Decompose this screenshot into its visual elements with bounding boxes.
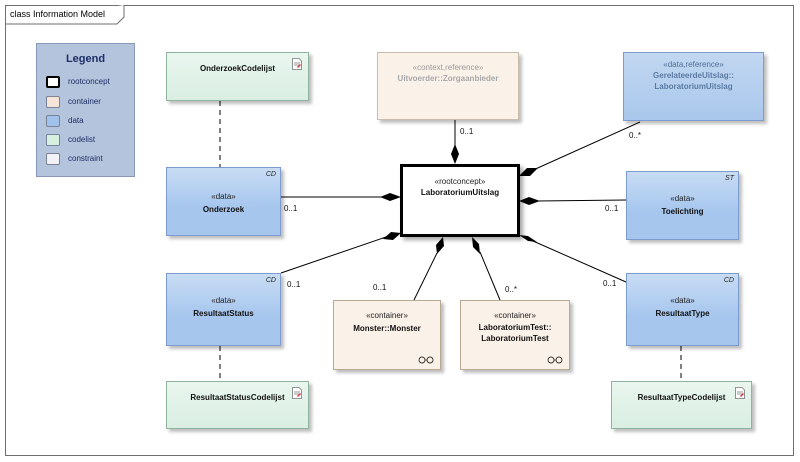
class-onderzoek[interactable]: CD «data» Onderzoek	[166, 167, 281, 236]
association-monster	[413, 252, 438, 301]
legend-title: Legend	[65, 53, 106, 65]
association-resultaattype	[532, 240, 627, 283]
class-stereotype: «context,reference»	[412, 63, 484, 72]
class-name: Monster::Monster	[353, 324, 421, 333]
multiplicity-resultaat-status: 0..1	[287, 280, 301, 289]
legend-label: codelist	[68, 135, 96, 144]
class-name-line2: LaboratoriumUitslag	[654, 82, 733, 91]
datatype-badge: CD	[723, 277, 734, 284]
legend-label: constraint	[68, 154, 103, 163]
association-laboratoriumtest	[479, 251, 501, 301]
codelist-document-icon	[292, 387, 302, 399]
class-uitvoerder-zorgaanbieder[interactable]: «context,reference» Uitvoerder::Zorgaanb…	[377, 52, 519, 120]
multiplicity-monster: 0..1	[373, 283, 387, 292]
class-stereotype: «rootconcept»	[434, 177, 486, 186]
datatype-badge: ST	[725, 175, 734, 182]
class-name-line2: LaboratoriumTest	[481, 334, 549, 343]
class-name: ResultaatStatus	[193, 309, 254, 318]
class-name: ResultaatType	[655, 309, 710, 318]
class-name: ResultaatStatusCodelijst	[190, 393, 285, 402]
composition-diamond-uitvoerder	[451, 144, 459, 164]
class-name: LaboratoriumUitslag	[420, 188, 500, 197]
class-stereotype: «data»	[670, 194, 695, 203]
multiplicity-onderzoek: 0..1	[284, 204, 298, 213]
class-stereotype: «container»	[494, 311, 536, 320]
class-gerelateerde-uitslag[interactable]: «data,reference» GerelateerdeUitslag:: L…	[623, 52, 764, 121]
composition-diamond-resultaattype	[519, 235, 537, 242]
class-name: ResultaatTypeCodelijst	[637, 393, 726, 402]
legend-swatch-container	[46, 96, 60, 108]
class-resultaat-type[interactable]: CD «data» ResultaatType	[626, 273, 739, 346]
composition-diamond-gerelateerd	[519, 168, 538, 176]
composition-diamond-toelichting	[519, 197, 540, 205]
codelist-document-icon	[292, 58, 302, 70]
composite-link-icon	[547, 356, 563, 364]
class-resultaat-status[interactable]: CD «data» ResultaatStatus	[166, 273, 281, 346]
class-stereotype: «data»	[211, 192, 236, 201]
legend: Legend rootconcept container data codeli…	[36, 43, 135, 177]
legend-swatch-codelist	[46, 134, 60, 146]
class-resultaat-type-codelijst[interactable]: ResultaatTypeCodelijst	[611, 381, 752, 429]
legend-label: rootconcept	[68, 77, 110, 86]
association-gerelateerd	[530, 121, 641, 172]
datatype-badge: CD	[265, 171, 276, 178]
codelist-document-icon	[735, 387, 745, 399]
multiplicity-toelichting: 0..1	[605, 204, 619, 213]
class-name: Uitvoerder::Zorgaanbieder	[397, 74, 499, 83]
class-toelichting[interactable]: ST «data» Toelichting	[626, 171, 739, 240]
diagram-frame	[5, 5, 794, 456]
legend-swatch-rootconcept	[46, 76, 60, 88]
multiplicity-uitvoerder: 0..1	[460, 127, 474, 136]
composition-diamond-laboratoriumtest	[472, 237, 480, 254]
class-name: Onderzoek	[202, 205, 245, 214]
composition-diamond-onderzoek	[380, 193, 401, 201]
legend-swatch-constraint	[46, 153, 60, 165]
multiplicity-laboratorium-test: 0..*	[505, 285, 518, 294]
association-resultaatstatus	[280, 236, 387, 274]
class-onderzoek-codelijst[interactable]: OnderzoekCodelijst	[166, 52, 309, 101]
class-name: Toelichting	[661, 207, 704, 216]
composite-link-icon	[418, 356, 434, 364]
class-stereotype: «data»	[670, 296, 695, 305]
multiplicity-gerelateerd: 0..*	[629, 131, 642, 140]
composition-diamond-resultaatstatus	[383, 232, 401, 240]
class-monster[interactable]: «container» Monster::Monster	[333, 300, 441, 370]
multiplicity-resultaat-type: 0..1	[603, 279, 617, 288]
class-laboratorium-uitslag-root[interactable]: «rootconcept» LaboratoriumUitslag	[400, 164, 520, 237]
class-name: OnderzoekCodelijst	[199, 64, 276, 73]
association-toelichting	[537, 199, 627, 202]
class-name-line1: LaboratoriumTest::	[478, 323, 552, 332]
frame-tab	[5, 5, 125, 25]
class-laboratorium-test[interactable]: «container» LaboratoriumTest:: Laborator…	[460, 300, 570, 370]
datatype-badge: CD	[265, 277, 276, 284]
class-stereotype: «data»	[211, 296, 236, 305]
class-stereotype: «data,reference»	[663, 60, 724, 69]
frame-title: class Information Model	[10, 9, 106, 19]
class-stereotype: «container»	[366, 311, 408, 320]
legend-swatch-data	[46, 115, 60, 127]
composition-diamond-monster	[436, 237, 444, 254]
legend-label: data	[68, 116, 84, 125]
class-resultaat-status-codelijst[interactable]: ResultaatStatusCodelijst	[166, 381, 309, 429]
legend-label: container	[68, 97, 101, 106]
class-name-line1: GerelateerdeUitslag::	[653, 71, 734, 80]
